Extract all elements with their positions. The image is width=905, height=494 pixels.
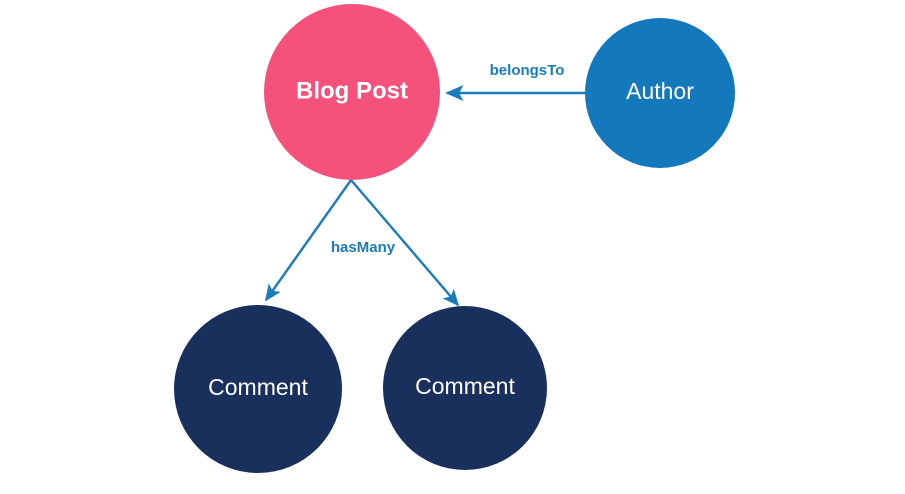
- node-comment-right[interactable]: Comment: [383, 306, 547, 470]
- edge-label-belongs-to: belongsTo: [490, 62, 565, 79]
- node-comment-left-label: Comment: [208, 374, 308, 400]
- node-comment-right-label: Comment: [415, 373, 515, 399]
- node-blog-post-label: Blog Post: [296, 77, 408, 104]
- edge-label-has-many: hasMany: [331, 239, 396, 256]
- edges-group: [265, 84, 589, 307]
- node-comment-left[interactable]: Comment: [174, 305, 342, 473]
- node-blog-post-circle[interactable]: [264, 4, 440, 180]
- node-author-circle[interactable]: [585, 18, 735, 168]
- edge-has-many-left-line: [265, 179, 352, 302]
- node-author[interactable]: Author: [585, 18, 735, 168]
- edge-has-many-right-line: [350, 179, 460, 307]
- node-author-label: Author: [626, 78, 694, 104]
- edge-labels-group: belongsTo hasMany: [331, 62, 564, 256]
- node-comment-left-circle[interactable]: [174, 305, 342, 473]
- node-blog-post[interactable]: Blog Post: [264, 4, 440, 180]
- node-comment-right-circle[interactable]: [383, 306, 547, 470]
